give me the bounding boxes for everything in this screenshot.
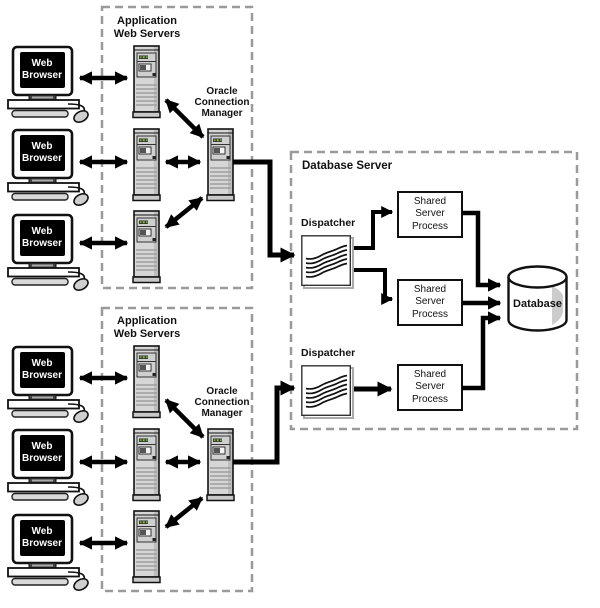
web-browser-label: Web Browser	[21, 526, 62, 549]
connection-manager-label-top: Oracle Connection Manager	[194, 86, 250, 119]
server-manager-arrows	[164, 98, 205, 529]
web-browser-label: Web Browser	[21, 441, 62, 464]
app-web-servers-group-bottom	[100, 306, 254, 593]
app-server-tower	[132, 128, 161, 202]
app-server-tower	[132, 345, 161, 419]
shared-server-process-box	[397, 364, 463, 411]
app-servers-title-bottom: Application Web Servers	[113, 315, 181, 340]
web-browser-label: Web Browser	[21, 58, 62, 81]
dispatcher-label-top: Dispatcher	[301, 217, 356, 229]
database-label: Database	[513, 298, 562, 310]
shared-server-process-label: Shared Server Process	[411, 283, 449, 320]
database-server-group	[289, 150, 579, 431]
dispatcher-label-bottom: Dispatcher	[301, 347, 356, 359]
database-cylinder	[507, 265, 568, 332]
ssp-database-arrows	[462, 210, 502, 391]
app-web-servers-group-top	[100, 5, 254, 290]
dispatcher-ssp-arrows	[354, 206, 394, 397]
app-server-tower	[132, 210, 161, 284]
manager-dispatcher-routes	[233, 159, 296, 465]
dispatcher-icon-top	[300, 234, 354, 289]
shared-server-process-box	[397, 279, 463, 326]
app-servers-title-top: Application Web Servers	[113, 15, 181, 40]
web-browser-label: Web Browser	[21, 358, 62, 381]
connection-manager-tower-bottom	[206, 428, 235, 502]
web-browser-label: Web Browser	[21, 226, 62, 249]
app-server-tower	[132, 510, 161, 584]
shared-server-process-label: Shared Server Process	[411, 368, 449, 405]
app-server-tower	[132, 45, 161, 119]
connection-manager-tower-top	[206, 128, 235, 202]
app-server-tower	[132, 428, 161, 502]
database-server-title: Database Server	[302, 160, 393, 172]
connection-manager-label-bottom: Oracle Connection Manager	[194, 386, 250, 419]
web-browser-label: Web Browser	[21, 141, 62, 164]
browser-server-arrows	[78, 71, 129, 550]
dispatcher-icon-bottom	[300, 364, 354, 419]
shared-server-process-label: Shared Server Process	[411, 195, 449, 232]
shared-server-process-box	[397, 191, 463, 238]
